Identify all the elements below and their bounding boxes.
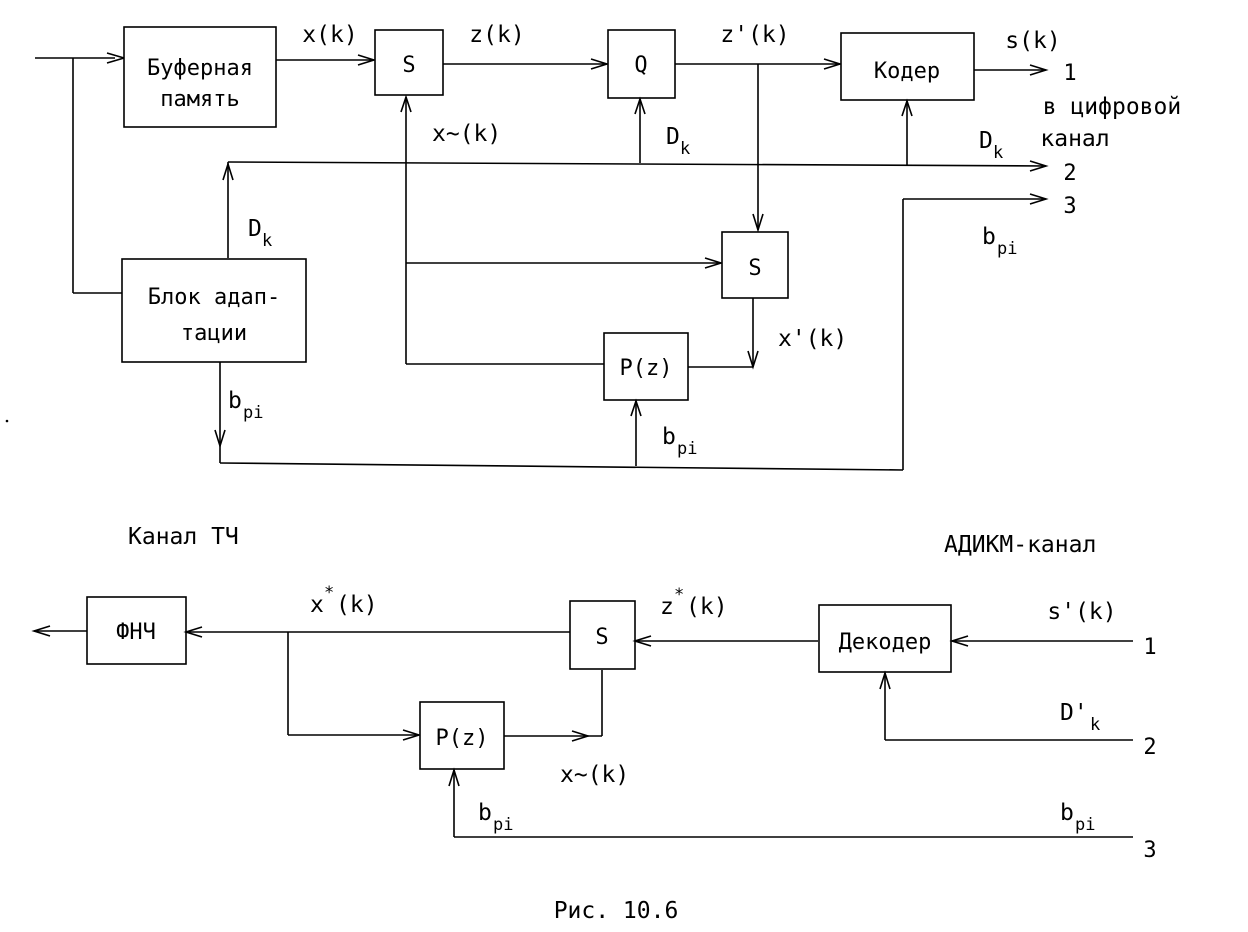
digital-channel-label-1: в цифровой (1043, 94, 1181, 120)
port-3-bottom: 3 (1143, 838, 1156, 863)
adaptation-label-2: тации (181, 321, 247, 346)
port-3-top: 3 (1063, 194, 1076, 219)
xstar-label: x * (k) (310, 583, 378, 618)
svg-text:k: k (262, 231, 272, 251)
quantizer-block: Q (607, 29, 676, 99)
input-2-wire (879, 670, 1133, 741)
lpf-block: ФНЧ (86, 596, 187, 665)
svg-text:pi: pi (677, 439, 697, 459)
decoder-block: Декодер (818, 604, 952, 673)
zstar-label: z * (k) (660, 585, 728, 620)
svg-text:b: b (478, 800, 492, 826)
port-2-bottom: 2 (1143, 735, 1156, 760)
svg-text:pi: pi (243, 403, 263, 423)
xtilde-label-top: x~(k) (432, 121, 501, 147)
coder-block: Кодер (840, 32, 975, 101)
zq-wire (675, 58, 843, 233)
coder-label: Кодер (874, 59, 940, 84)
svg-text:(k): (k) (686, 594, 728, 620)
xq-wire (688, 298, 759, 370)
input-1-wire (949, 635, 1133, 647)
sum-block-2: S (721, 231, 789, 299)
sum2-label: S (748, 256, 761, 281)
adaptation-label-1: Блок адап- (148, 285, 280, 310)
buffer-label-2: память (160, 87, 239, 112)
lpf-label: ФНЧ (116, 620, 156, 645)
bpi-label-decoder-right: b pi (1060, 800, 1095, 835)
lpf-output-wire (31, 625, 87, 637)
buffer-label-1: Буферная (147, 56, 253, 81)
zstar-wire (632, 635, 818, 647)
svg-text:D': D' (1060, 700, 1088, 726)
sum1-label: S (402, 53, 415, 78)
bpi-label-predictor: b pi (662, 424, 697, 459)
svg-text:k: k (680, 139, 690, 159)
figure-caption: Рис. 10.6 (554, 898, 679, 924)
predictor-encoder-label: P(z) (620, 356, 673, 381)
adaptation-block: Блок адап- тации (121, 258, 307, 363)
xk-wire (276, 54, 377, 66)
port-2-top: 2 (1063, 161, 1076, 186)
decoder-label: Декодер (839, 630, 932, 655)
zk-label: z(k) (469, 22, 524, 48)
svg-text:x: x (310, 592, 324, 618)
xq-label: x'(k) (778, 326, 847, 352)
port-1-top: 1 (1063, 61, 1076, 86)
predictor-block-decoder: P(z) (419, 701, 505, 770)
quantizer-label: Q (634, 53, 647, 78)
scan-dot (5, 419, 9, 423)
xstar-wire (183, 626, 570, 741)
sum-decoder-label: S (595, 625, 608, 650)
zq-label: z'(k) (720, 22, 789, 48)
predictor-block-encoder: P(z) (603, 332, 689, 401)
digital-channel-label-2: канал (1040, 126, 1109, 152)
svg-text:b: b (982, 224, 996, 250)
svg-text:*: * (674, 585, 684, 605)
svg-text:pi: pi (1075, 815, 1095, 835)
input-3-wire (448, 767, 1133, 838)
sprime-label: s'(k) (1047, 599, 1116, 625)
port-1-bottom: 1 (1143, 635, 1156, 660)
svg-text:b: b (662, 424, 676, 450)
sk-label: s(k) (1005, 28, 1060, 54)
bpi-label-output: b pi (982, 224, 1017, 259)
bpi-label-adaptation: b pi (228, 388, 263, 423)
predictor-decoder-label: P(z) (436, 726, 489, 751)
svg-text:(k): (k) (336, 592, 378, 618)
dk-label-output: D k (979, 128, 1003, 163)
sum-block-decoder: S (569, 600, 636, 670)
xtilde-label-bottom: x~(k) (560, 762, 629, 788)
section-label-left: Канал ТЧ (128, 524, 239, 550)
dk-bus (222, 96, 1049, 258)
svg-text:pi: pi (493, 815, 513, 835)
dk-label-quantizer: D k (666, 124, 690, 159)
svg-text:b: b (228, 388, 242, 414)
svg-text:k: k (993, 143, 1003, 163)
svg-text:k: k (1090, 715, 1100, 735)
buffer-memory-block: Буферная память (123, 26, 277, 128)
output-1-wire (974, 64, 1049, 76)
zk-wire (443, 58, 610, 70)
svg-text:pi: pi (997, 239, 1017, 259)
dprime-label: D' k (1060, 700, 1100, 735)
svg-text:b: b (1060, 800, 1074, 826)
encoder-input-wires (35, 52, 127, 294)
dk-label-adaptation: D k (248, 216, 272, 251)
xtilde-feedback-wire (400, 94, 724, 365)
sum-block-1: S (374, 29, 444, 96)
section-label-right: АДИКМ-канал (944, 532, 1096, 558)
svg-text:D: D (248, 216, 262, 242)
svg-text:D: D (666, 124, 680, 150)
xk-label: x(k) (302, 22, 357, 48)
bpi-label-decoder-left: b pi (478, 800, 513, 835)
xtilde-decoder-wire (504, 670, 603, 742)
svg-text:z: z (660, 594, 674, 620)
bpi-bus-encoder (214, 193, 1049, 471)
svg-text:*: * (324, 583, 334, 603)
svg-text:D: D (979, 128, 993, 154)
